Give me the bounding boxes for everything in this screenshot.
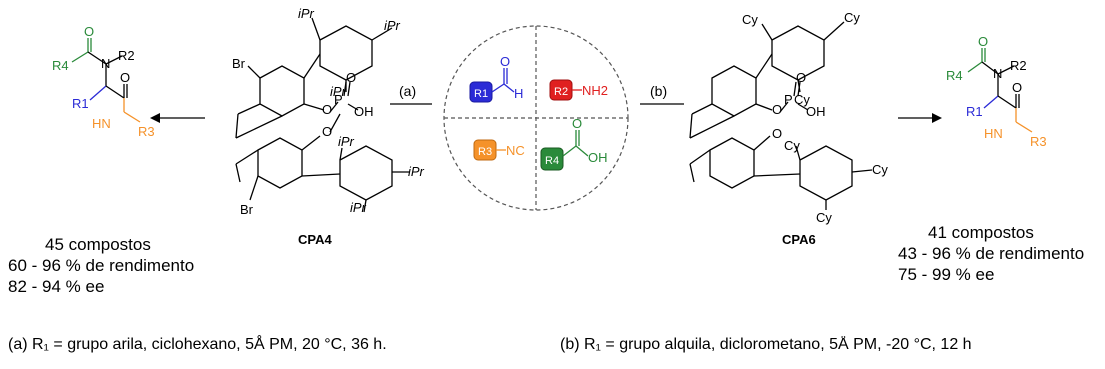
cpa4-ipr-3: iPr [330, 84, 347, 99]
cpa6-cy-2: Cy [844, 10, 860, 25]
left-r2: R2 [118, 48, 135, 63]
cpa4-structure [235, 17, 410, 213]
cpa4-o-2: O [346, 70, 356, 85]
cpa6-cy-3: Cy [794, 92, 810, 107]
acid-r4: R4 [545, 155, 559, 167]
left-arrow [150, 113, 205, 123]
isocyanide-r3: R3 [478, 146, 492, 158]
right-condition: (b) R₁ = grupo alquila, diclorometano, 5… [560, 336, 972, 353]
right-r2: R2 [1010, 58, 1027, 73]
cpa4-label: CPA4 [298, 232, 332, 247]
cpa4-ipr-6: iPr [350, 200, 367, 215]
cpa6-o-2: O [796, 70, 806, 85]
acid-o: O [572, 116, 582, 131]
components-circle [443, 25, 629, 211]
left-hn: HN [92, 116, 111, 131]
cpa6-cy-4: Cy [784, 138, 800, 153]
cpa6-cy-1: Cy [742, 12, 758, 27]
cpa6-structure [689, 21, 873, 210]
left-condition: (a) R₁ = grupo arila, ciclohexano, 5Å PM… [8, 336, 387, 353]
left-product [71, 38, 141, 123]
right-product [967, 48, 1033, 133]
right-summary-count: 41 compostos [928, 223, 1034, 242]
cpa4-br-top: Br [232, 56, 246, 71]
cpa6-cy-6: Cy [816, 210, 832, 225]
cpa4-oh: OH [354, 104, 374, 119]
right-r3: R3 [1030, 134, 1047, 149]
aldehyde-h: H [514, 86, 523, 101]
right-hn: HN [984, 126, 1003, 141]
left-r1: R1 [72, 96, 89, 111]
right-arrow-label: (b) [650, 83, 667, 99]
amine-nh2: NH2 [582, 83, 608, 98]
cpa4-ipr-5: iPr [408, 164, 425, 179]
right-summary-yield: 43 - 96 % de rendimento [898, 244, 1085, 263]
right-summary: 41 compostos 43 - 96 % de rendimento 75 … [898, 222, 1084, 285]
cpa4-ipr-1: iPr [298, 6, 315, 21]
isocyanide-nc: NC [506, 143, 525, 158]
r4-box [540, 147, 564, 171]
left-arrow-label: (a) [399, 83, 416, 99]
aldehyde-r1: R1 [474, 88, 488, 100]
left-r3: R3 [138, 124, 155, 139]
left-summary-yield: 60 - 96 % de rendimento [8, 256, 195, 275]
cpa6-p: P [784, 92, 793, 107]
cpa6-oh: OH [806, 104, 826, 119]
acid-component [540, 130, 589, 171]
amine-component [549, 79, 582, 101]
cpa4-o-1: O [322, 102, 332, 117]
left-summary: 45 compostos 60 - 96 % de rendimento 82 … [8, 234, 194, 297]
cpa4-ipr-2: iPr [384, 18, 401, 33]
cpa6-o-1: O [772, 102, 782, 117]
left-summary-count: 45 compostos [45, 235, 151, 254]
aldehyde-o: O [500, 54, 510, 69]
left-summary-ee: 82 - 94 % ee [8, 277, 105, 296]
aldehyde-component [469, 68, 515, 103]
acid-oh: OH [588, 150, 608, 165]
cpa6-o-3: O [772, 126, 782, 141]
right-r4: R4 [946, 68, 963, 83]
cpa4-p: P [334, 92, 343, 107]
amine-r2: R2 [554, 86, 568, 98]
cpa4-ipr-4: iPr [338, 134, 355, 149]
right-arrow [898, 113, 942, 123]
cpa4-br-bottom: Br [240, 202, 254, 217]
left-n: N [101, 56, 110, 71]
cpa4-o-3: O [322, 124, 332, 139]
reaction-scheme: O R4 N R2 R1 O HN R3 Br [52, 6, 1047, 247]
left-o-amide: O [120, 70, 130, 85]
right-o-amide: O [1012, 80, 1022, 95]
right-n: N [993, 66, 1002, 81]
cpa6-label: CPA6 [782, 232, 816, 247]
isocyanide-component [473, 139, 506, 161]
left-o-top: O [84, 24, 94, 39]
left-r4: R4 [52, 58, 69, 73]
right-o-top: O [978, 34, 988, 49]
right-summary-ee: 75 - 99 % ee [898, 265, 995, 284]
right-r1: R1 [966, 104, 983, 119]
cpa6-cy-5: Cy [872, 162, 888, 177]
